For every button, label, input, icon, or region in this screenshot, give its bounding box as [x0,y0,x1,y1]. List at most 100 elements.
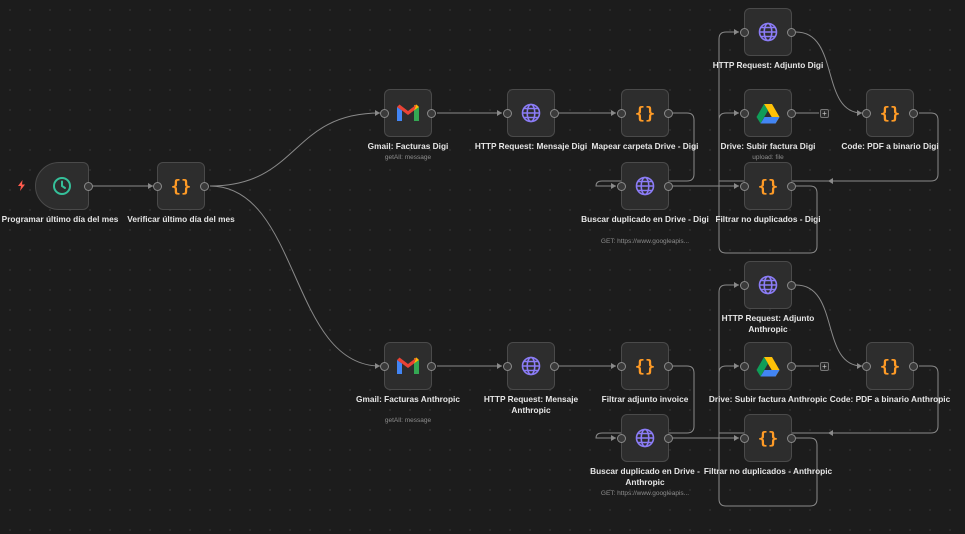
edge-pdf-drive-digi [718,112,939,182]
svg-text:{}: {} [171,177,191,197]
google-drive-logo-icon [756,103,780,123]
node-code-pdf-binario-anthropic[interactable]: {} [862,342,918,390]
gmail-logo-icon [397,104,419,121]
arrowhead [497,363,502,369]
node-verificar-ultimo-dia[interactable]: {} [153,162,209,210]
globe-icon [521,356,541,376]
node-http-adjunto-digi[interactable] [740,8,796,56]
input-port[interactable] [617,109,626,118]
output-port[interactable] [787,109,796,118]
output-port[interactable] [787,281,796,290]
input-port[interactable] [740,28,749,37]
node-buscar-duplicado-digi[interactable] [617,162,673,210]
edge-httpadj-pdf-anth [795,284,863,367]
output-port[interactable] [787,362,796,371]
edge-verify-gmail-anth [209,185,381,367]
node-label: HTTP Request: Mensaje Anthropic [483,394,579,415]
input-port[interactable] [740,182,749,191]
node-subtitle: getAll: message [384,154,432,161]
add-node-button[interactable]: + [820,109,829,118]
arrowhead [497,110,502,116]
output-port[interactable] [909,109,918,118]
node-gmail-facturas-anthropic[interactable] [380,342,436,390]
google-drive-logo-icon [756,356,780,376]
arrowhead [148,183,153,189]
input-port[interactable] [153,182,162,191]
input-port[interactable] [503,362,512,371]
node-gmail-facturas-digi[interactable] [380,89,436,137]
arrowhead [734,29,739,35]
node-subtitle: upload: file [752,154,784,161]
input-port[interactable] [862,362,871,371]
arrowhead [611,183,616,189]
node-http-mensaje-anthropic[interactable] [503,342,559,390]
arrowhead [734,363,739,369]
node-filtrar-no-duplicados-digi[interactable]: {} [740,162,796,210]
input-port[interactable] [617,182,626,191]
node-http-adjunto-anthropic[interactable] [740,261,796,309]
output-port[interactable] [787,434,796,443]
output-port[interactable] [550,362,559,371]
node-code-pdf-binario-digi[interactable]: {} [862,89,918,137]
curly-braces-icon: {} [635,357,655,377]
input-port[interactable] [862,109,871,118]
input-port[interactable] [740,434,749,443]
node-drive-subir-anthropic[interactable] [740,342,796,390]
input-port[interactable] [380,362,389,371]
node-filtrar-adjunto-invoice[interactable]: {} [617,342,673,390]
node-label: Buscar duplicado en Drive - Digi [581,214,709,224]
node-label: Filtrar adjunto invoice [601,394,689,404]
output-port[interactable] [787,182,796,191]
node-programar-ultimo-dia[interactable] [35,162,93,210]
arrowhead [828,178,833,184]
node-label: Filtrar no duplicados - Anthropic [703,466,833,476]
node-label: Drive: Subir factura Anthropic [708,394,828,404]
input-port[interactable] [740,281,749,290]
clock-icon [53,177,71,195]
arrowhead [857,110,862,116]
output-port[interactable] [909,362,918,371]
output-port[interactable] [664,362,673,371]
output-port[interactable] [200,182,209,191]
arrowhead [734,435,739,441]
node-label: Gmail: Facturas Anthropic [356,394,460,404]
node-drive-subir-digi[interactable] [740,89,796,137]
svg-text:{}: {} [635,357,655,377]
output-port[interactable] [427,109,436,118]
node-subtitle: GET: https://www.googleapis... [600,238,690,245]
arrowhead [375,363,380,369]
input-port[interactable] [503,109,512,118]
node-label: Filtrar no duplicados - Digi [715,214,821,224]
edge-filter-httpadj-anth [718,284,818,507]
input-port[interactable] [380,109,389,118]
node-buscar-duplicado-anthropic[interactable] [617,414,673,462]
svg-text:{}: {} [635,104,655,124]
output-port[interactable] [427,362,436,371]
output-port[interactable] [550,109,559,118]
input-port[interactable] [740,109,749,118]
arrowhead [828,430,833,436]
node-http-mensaje-digi[interactable] [503,89,559,137]
edge-pdf-drive-anth [718,365,939,434]
output-port[interactable] [787,28,796,37]
output-port[interactable] [84,182,93,191]
node-filtrar-no-duplicados-anthropic[interactable]: {} [740,414,796,462]
output-port[interactable] [664,182,673,191]
curly-braces-icon: {} [880,104,900,124]
gmail-logo-icon [397,357,419,374]
globe-icon [521,103,541,123]
svg-text:{}: {} [880,357,900,377]
input-port[interactable] [617,362,626,371]
globe-icon [635,428,655,448]
input-port[interactable] [617,434,626,443]
node-subtitle: GET: https://www.googleapis... [600,490,690,497]
output-port[interactable] [664,109,673,118]
input-port[interactable] [740,362,749,371]
node-label: Verificar último día del mes [127,214,235,224]
node-mapear-carpeta-digi[interactable]: {} [617,89,673,137]
arrowhead [734,282,739,288]
add-node-button[interactable]: + [820,362,829,371]
node-label: HTTP Request: Adjunto Anthropic [721,313,815,334]
output-port[interactable] [664,434,673,443]
